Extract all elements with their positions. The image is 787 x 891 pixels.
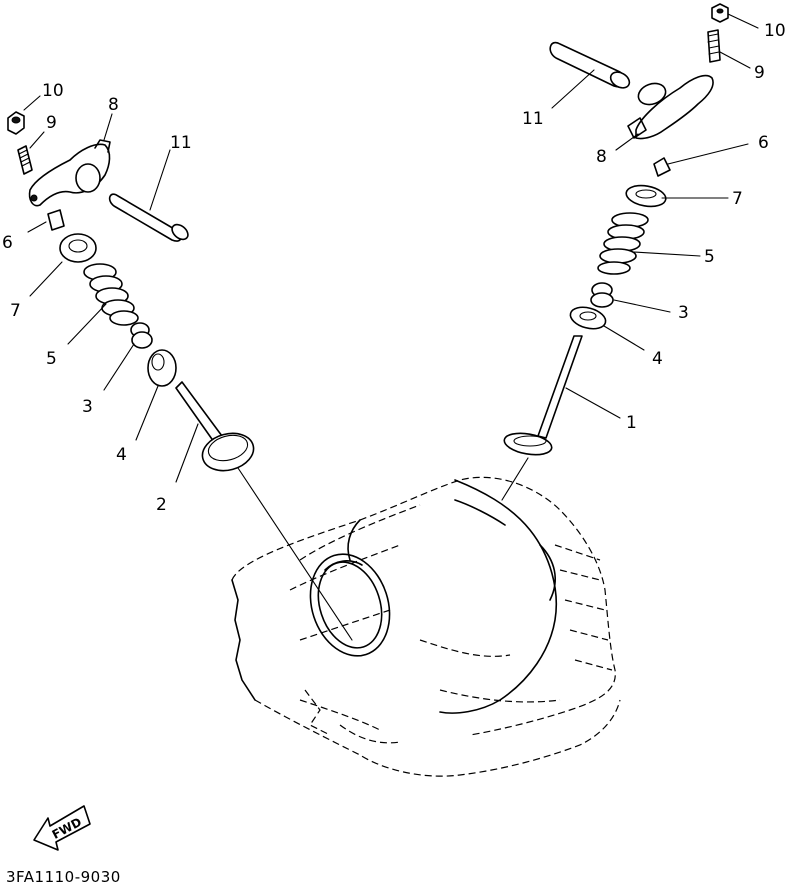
callout-6-right: 6 — [758, 133, 769, 153]
part-4-seat-right — [569, 306, 607, 330]
callout-3-right: 3 — [678, 303, 689, 323]
callout-3-left: 3 — [82, 397, 93, 417]
fwd-label: FWD — [50, 815, 84, 842]
part-9-screw-right — [707, 29, 721, 63]
cylinder-head — [231, 476, 621, 777]
callout-labels: 10 9 8 11 6 7 5 3 4 2 10 9 11 8 6 7 5 3 … — [2, 21, 786, 515]
leader-lines — [23, 13, 759, 483]
part-3-seal-left — [130, 322, 153, 349]
callout-8-left: 8 — [108, 95, 119, 115]
guide-line-dashed — [554, 544, 601, 561]
callout-10-left: 10 — [42, 81, 64, 101]
callout-10-right: 10 — [764, 21, 786, 41]
callout-5-left: 5 — [46, 349, 57, 369]
guide-line-intake — [237, 467, 353, 641]
callout-4-left: 4 — [116, 445, 127, 465]
part-11-shaft-left — [108, 193, 189, 242]
part-2-valve — [175, 381, 255, 472]
callout-11-left: 11 — [170, 133, 192, 153]
fwd-arrow: FWD — [33, 805, 91, 851]
part-8-rocker-arm-left — [28, 139, 111, 207]
callout-1: 1 — [626, 413, 637, 433]
part-5-spring-right — [597, 212, 649, 275]
callout-4-right: 4 — [652, 349, 663, 369]
part-9-screw-left — [17, 145, 33, 175]
part-7-retainer-left — [59, 233, 97, 263]
part-5-spring-left — [83, 263, 139, 326]
callout-8-right: 8 — [596, 147, 607, 167]
callout-2: 2 — [156, 495, 167, 515]
callout-5-right: 5 — [704, 247, 715, 267]
part-1-valve — [503, 335, 583, 456]
part-11-shaft-right — [549, 41, 631, 89]
part-7-retainer-right — [625, 184, 667, 208]
part-10-nut-right — [711, 3, 729, 23]
callout-7-left: 7 — [10, 301, 21, 321]
part-8-rocker-arm-right — [627, 74, 714, 140]
part-4-seat-left — [147, 349, 177, 387]
part-3-seal-right — [590, 282, 614, 308]
callout-6-left: 6 — [2, 233, 13, 253]
part-6-cotter-left — [47, 209, 65, 231]
callout-11-right: 11 — [522, 109, 544, 129]
guide-line-exhaust — [501, 457, 529, 501]
callout-7-right: 7 — [732, 189, 743, 209]
callout-9-right: 9 — [754, 63, 765, 83]
callout-9-left: 9 — [46, 113, 57, 133]
part-10-nut-left — [7, 111, 25, 135]
drawing-code: 3FA1110-9030 — [6, 868, 121, 886]
part-6-cotter-right — [653, 157, 671, 177]
